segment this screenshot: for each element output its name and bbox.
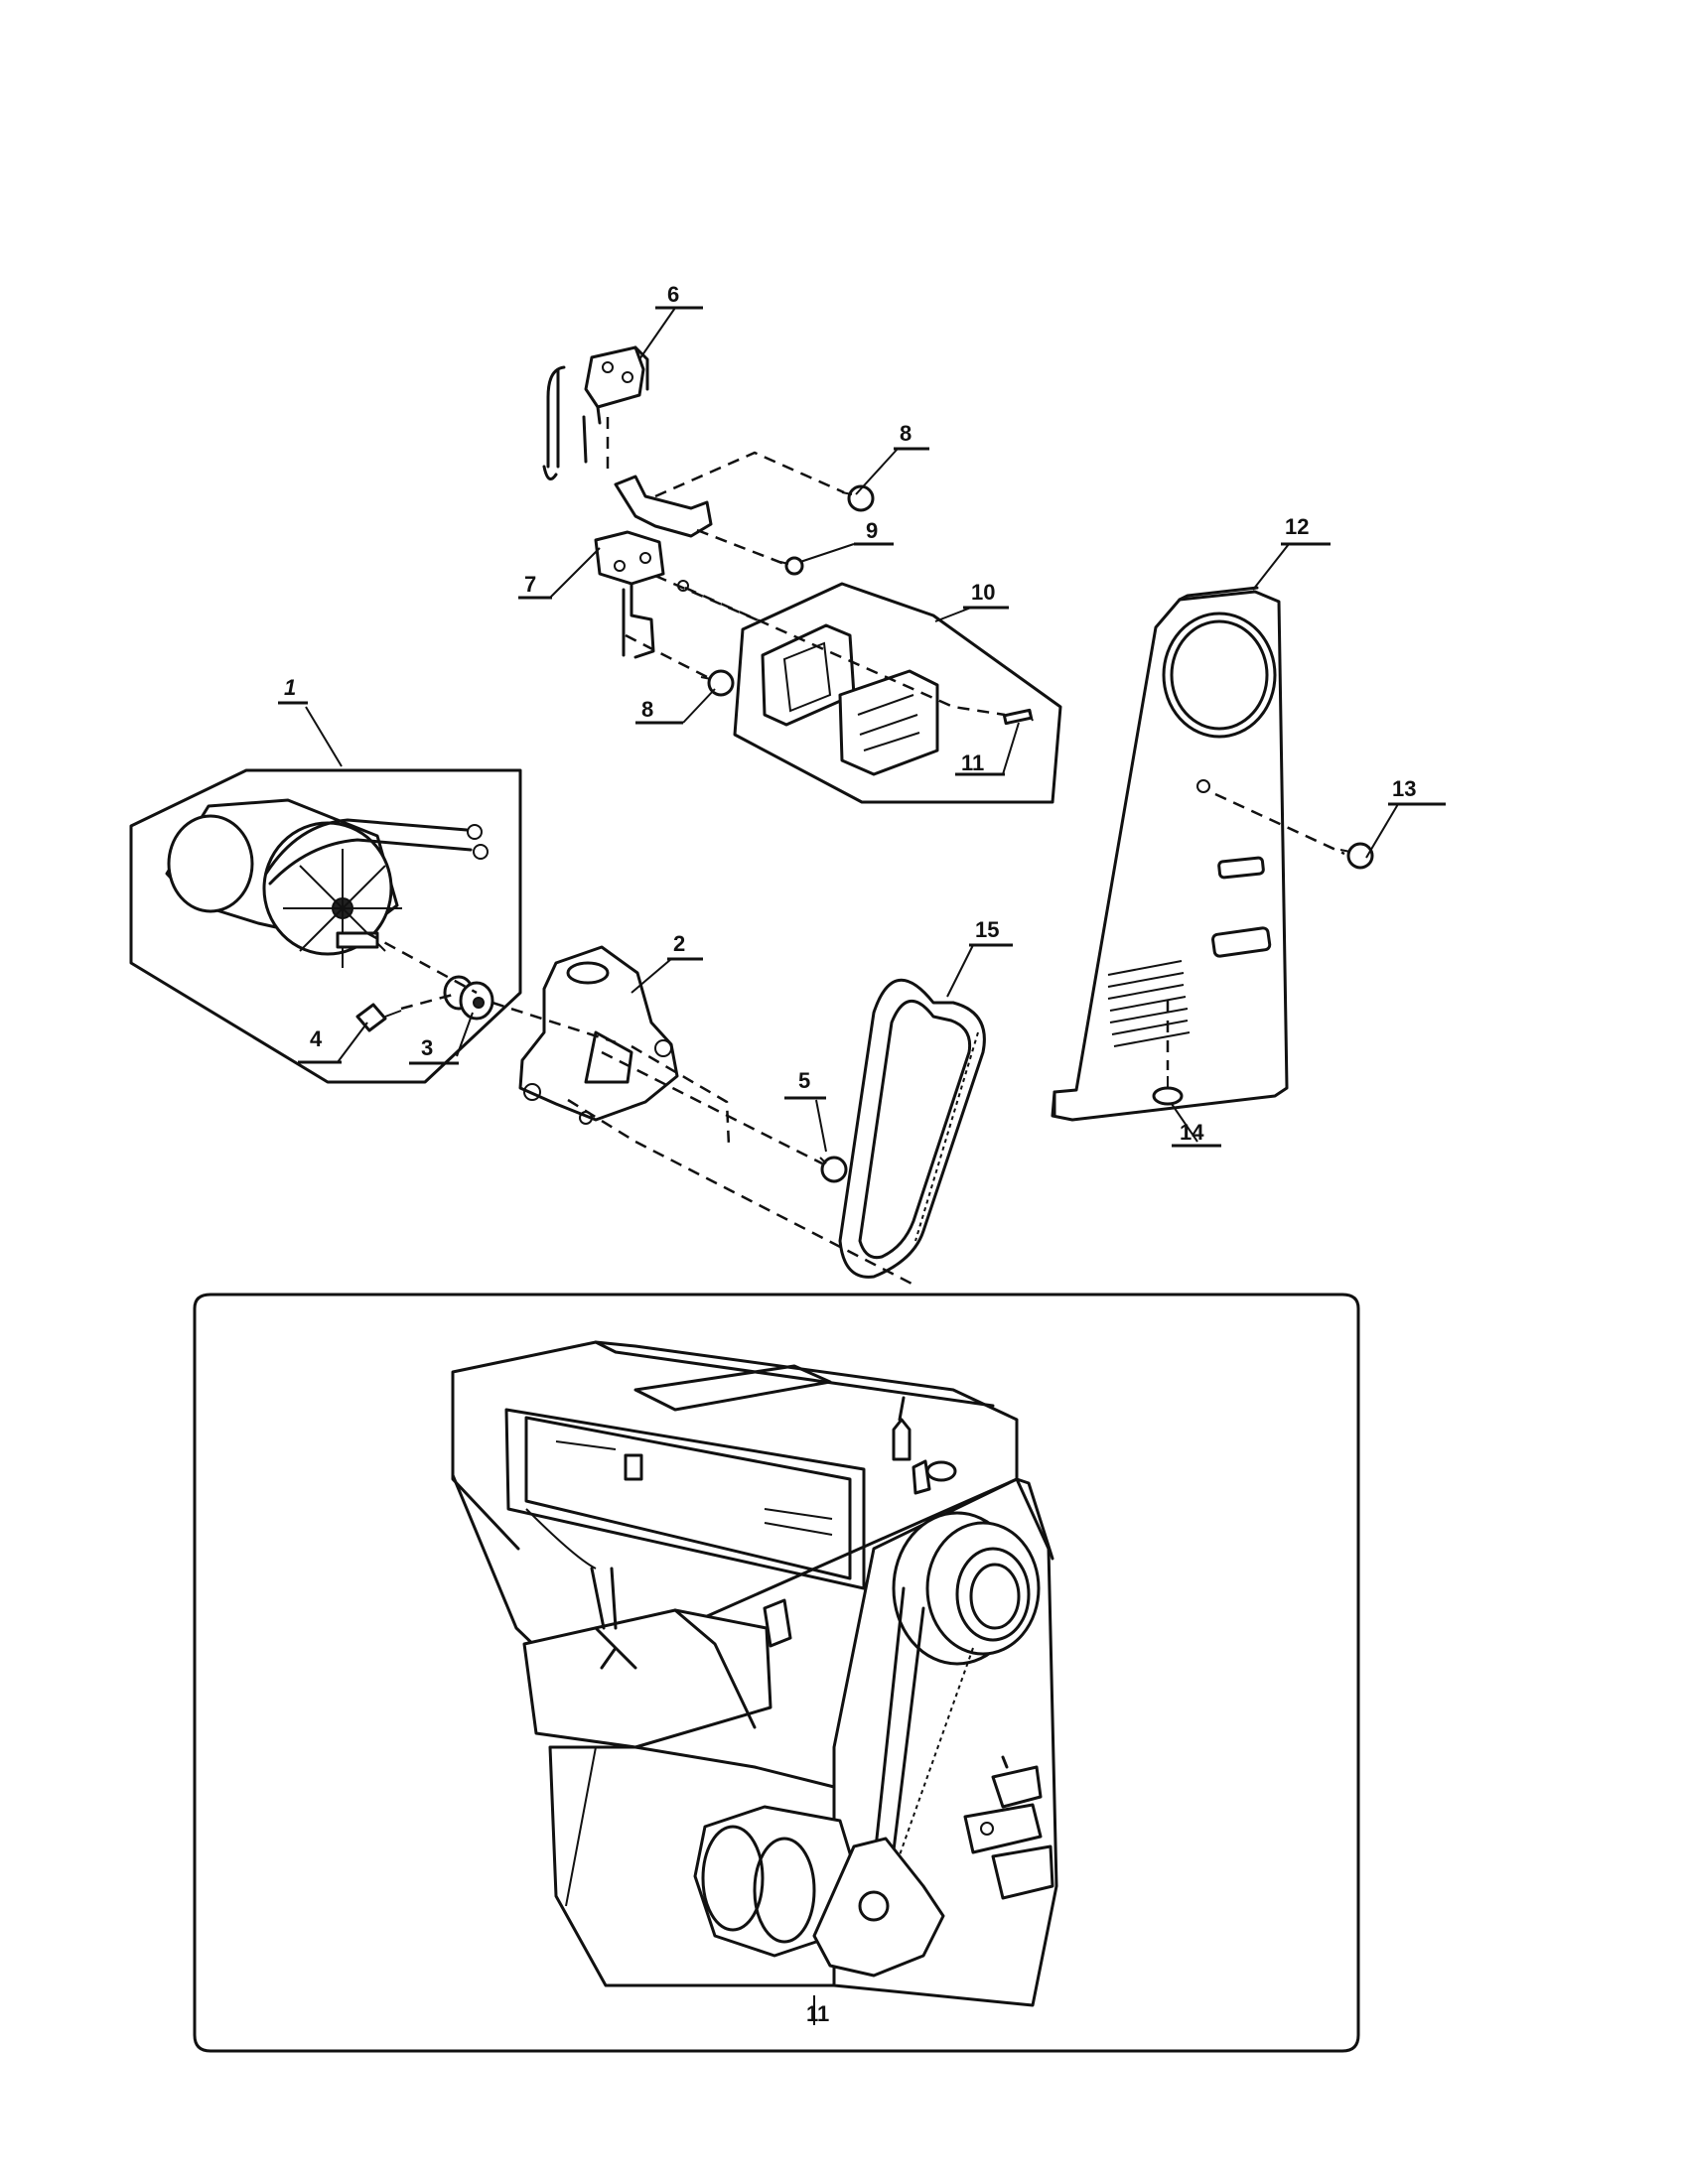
leader-lines <box>305 307 1399 1153</box>
part-7-bracket <box>594 475 713 659</box>
part-6-switch <box>542 345 649 480</box>
svg-text:8: 8 <box>900 421 912 446</box>
part-number-15: 15 <box>969 917 1013 947</box>
svg-text:12: 12 <box>1285 514 1309 539</box>
part-number-7: 7 <box>518 572 552 600</box>
part-number-8-upper: 8 <box>894 421 929 451</box>
part-number-3: 3 <box>409 1035 459 1065</box>
part-number-10: 10 <box>963 580 1009 610</box>
svg-text:8: 8 <box>641 697 653 722</box>
svg-text:14: 14 <box>1180 1120 1204 1145</box>
svg-text:15: 15 <box>975 917 999 942</box>
svg-text:13: 13 <box>1392 776 1416 801</box>
part-10-terminal-block <box>733 582 1062 804</box>
part-number-11: 11 <box>955 751 1005 776</box>
inset-assembled-machine: 11 <box>193 1293 1360 2053</box>
part-number-4: 4 <box>298 1026 342 1064</box>
part-1-motor <box>129 768 522 1084</box>
part-number-9: 9 <box>854 518 894 546</box>
svg-text:9: 9 <box>866 518 878 543</box>
svg-text:4: 4 <box>310 1026 323 1051</box>
part-number-5: 5 <box>784 1068 826 1100</box>
svg-text:11: 11 <box>961 751 984 775</box>
svg-text:3: 3 <box>421 1035 433 1060</box>
part-number-12: 12 <box>1281 514 1331 546</box>
part-11-screw <box>1002 708 1034 726</box>
part-12-end-cover <box>1051 586 1289 1122</box>
part-labels: 1 2 3 4 5 6 7 8 <box>278 282 1446 1148</box>
svg-text:10: 10 <box>971 580 995 605</box>
part-2-bracket-plate <box>518 945 679 1125</box>
svg-text:6: 6 <box>667 282 679 307</box>
part-8-screw-lower <box>700 669 735 697</box>
part-number-1: 1 <box>278 675 308 705</box>
svg-text:2: 2 <box>673 931 685 956</box>
inset-marking: 11 <box>806 2001 829 2026</box>
svg-text:7: 7 <box>524 572 536 597</box>
part-14-screw <box>1152 1076 1184 1106</box>
part-5-screw <box>819 1156 848 1183</box>
assembly-dashed-lines <box>366 417 1345 1289</box>
part-number-13: 13 <box>1388 776 1446 806</box>
part-3-pulley <box>443 975 494 1021</box>
part-15-belt <box>838 978 986 1279</box>
part-9-screw <box>779 556 804 576</box>
svg-text:5: 5 <box>798 1068 810 1093</box>
part-8-screw <box>841 484 875 512</box>
svg-text:1: 1 <box>284 675 296 700</box>
part-number-14: 14 <box>1172 1120 1221 1148</box>
part-number-8-lower: 8 <box>635 697 683 725</box>
part-number-2: 2 <box>667 931 703 961</box>
part-13-screw <box>1339 842 1374 870</box>
part-number-6: 6 <box>655 282 703 310</box>
